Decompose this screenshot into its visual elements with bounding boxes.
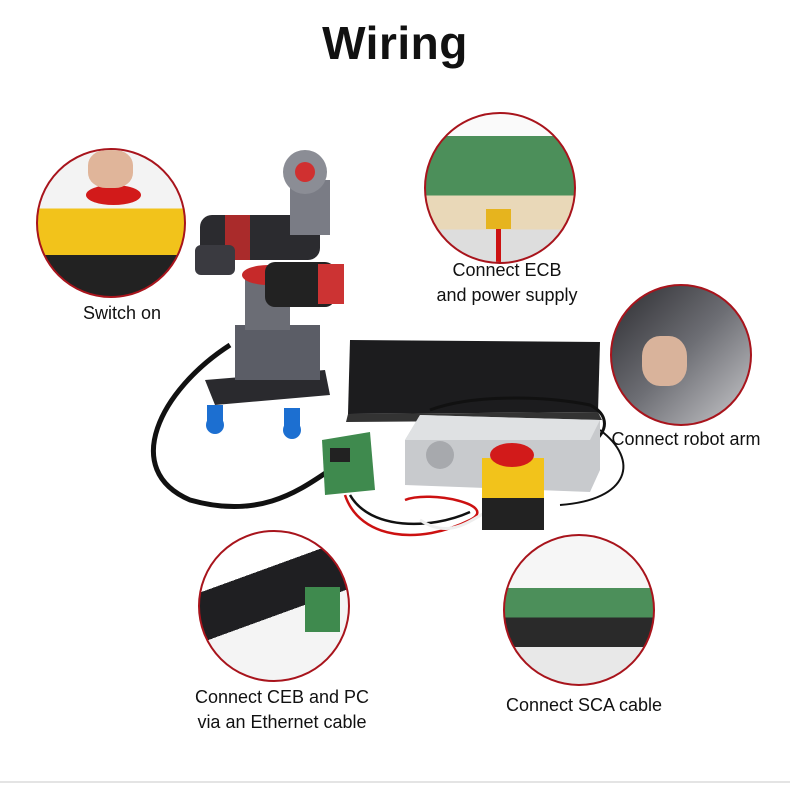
ecb-power-label: Connect ECB and power supply xyxy=(407,258,607,308)
robot-arm-photo xyxy=(610,284,752,426)
switch-on-photo xyxy=(36,148,186,298)
sca-cable-photo xyxy=(503,534,655,686)
emergency-stop xyxy=(482,443,544,530)
page-title: Wiring xyxy=(322,17,468,69)
ceb-pc-label-line2: via an Ethernet cable xyxy=(197,712,367,732)
laptop xyxy=(346,340,602,422)
bottom-divider xyxy=(0,781,790,783)
ceb-pc-label: Connect CEB and PC via an Ethernet cable xyxy=(162,685,402,735)
switch-on-label: Switch on xyxy=(82,303,162,323)
robot-arm-label: Connect robot arm xyxy=(611,429,761,449)
ceb-pc-photo xyxy=(198,530,350,682)
ecb-power-photo xyxy=(424,112,576,264)
ceb-pc-label-line1: Connect CEB and PC xyxy=(194,687,370,707)
sca-cable-label: Connect SCA cable xyxy=(505,695,663,715)
ecb-power-label-line2: and power supply xyxy=(436,285,578,305)
ceb-board xyxy=(322,432,375,495)
ecb-power-label-line1: Connect ECB xyxy=(452,260,562,280)
robot-arm xyxy=(195,150,344,439)
